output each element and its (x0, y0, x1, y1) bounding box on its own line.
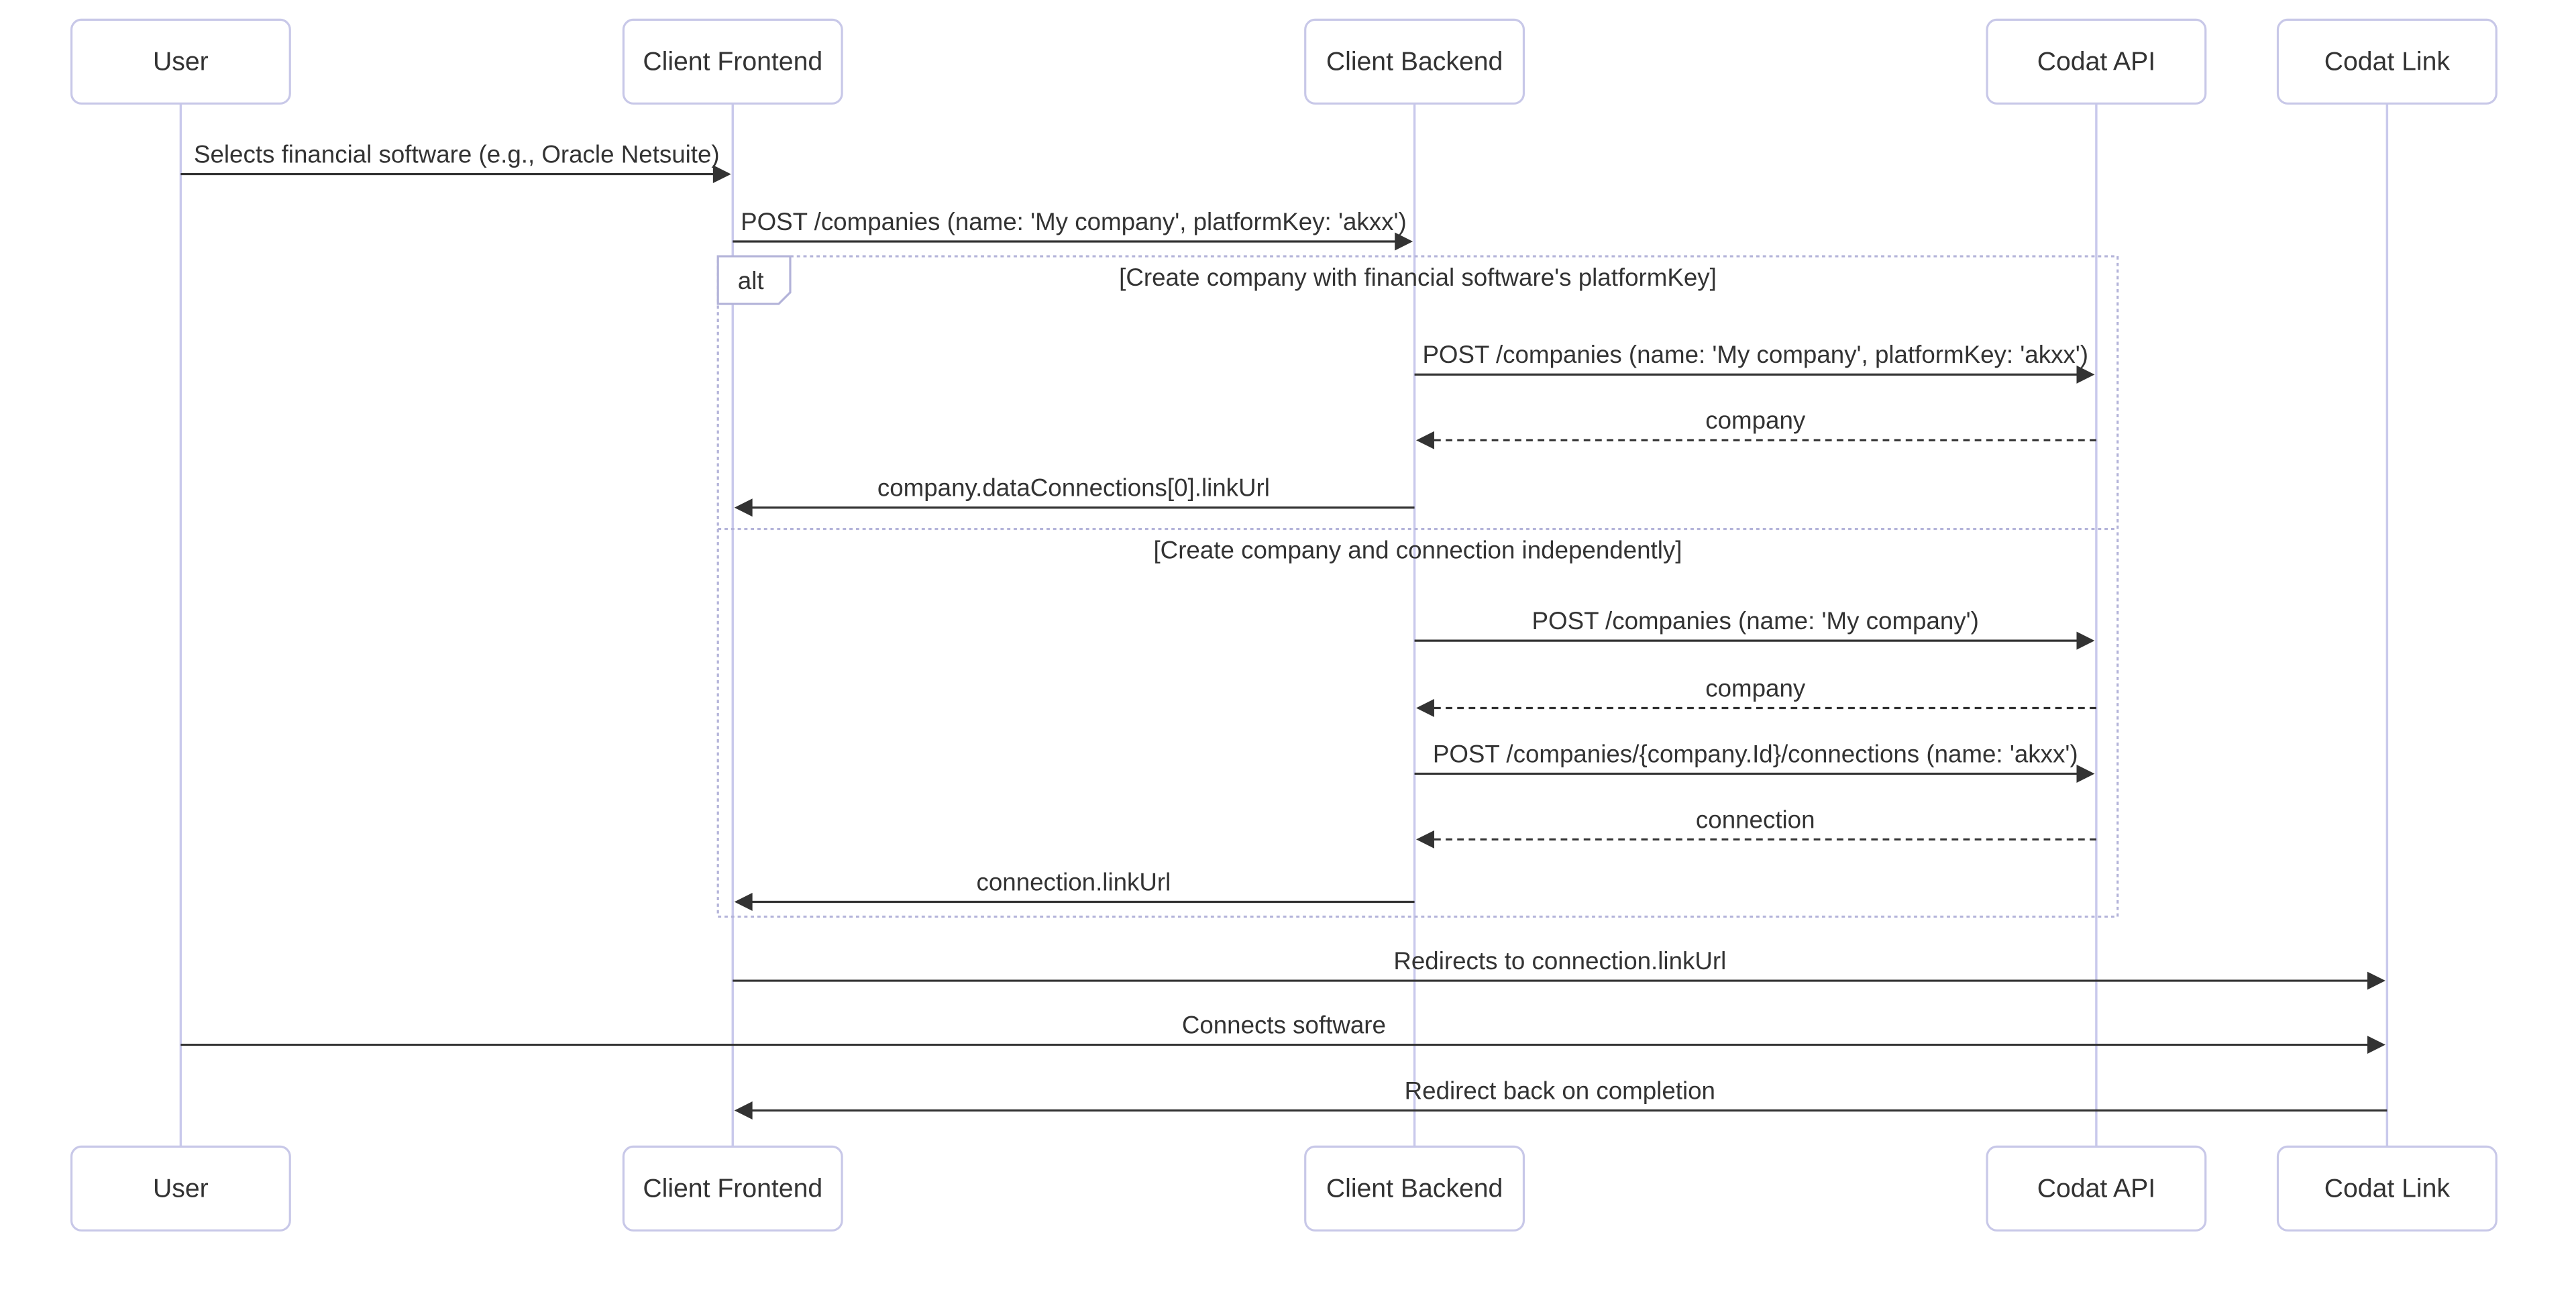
message-arrowhead (1416, 830, 1434, 849)
message-label: company (1705, 406, 1806, 434)
message-arrowhead (1416, 431, 1434, 449)
message-label: POST /companies (name: 'My company', pla… (1422, 341, 2088, 368)
participant-bottom-codat-link-label: Codat Link (2324, 1174, 2451, 1203)
participant-top-client-frontend (622, 18, 843, 105)
message-arrowhead (2367, 971, 2385, 990)
message-label: POST /companies (name: 'My company', pla… (741, 208, 1407, 235)
participant-top-user (70, 18, 291, 105)
participant-top-user-label: User (153, 47, 209, 76)
message-label: connection (1696, 806, 1815, 833)
message-arrowhead (1416, 699, 1434, 717)
alt-frame (716, 255, 2119, 918)
participant-bottom-user (70, 1145, 291, 1232)
participant-top-client-backend (1304, 18, 1525, 105)
participant-bottom-client-backend (1304, 1145, 1525, 1232)
participant-bottom-codat-api-label: Codat API (2037, 1174, 2155, 1203)
participant-bottom-user-label: User (153, 1174, 209, 1203)
message-label: company (1705, 674, 1806, 702)
message-label: connection.linkUrl (977, 868, 1171, 895)
message-label: POST /companies/{company.Id}/connections… (1433, 740, 2078, 767)
participant-top-codat-link (2276, 18, 2498, 105)
message-arrowhead (2076, 631, 2095, 650)
message-label: POST /companies (name: 'My company') (1532, 607, 1979, 635)
participant-bottom-client-backend-label: Client Backend (1326, 1174, 1503, 1203)
message-arrowhead (734, 1101, 753, 1120)
alt-frame-label-box (716, 255, 792, 305)
participant-bottom-client-frontend (622, 1145, 843, 1232)
message-label: company.dataConnections[0].linkUrl (877, 474, 1270, 502)
message-arrowhead (2076, 365, 2095, 384)
alt-frame-label: alt (738, 267, 764, 294)
message-label: Redirect back on completion (1405, 1077, 1715, 1104)
message-arrowhead (734, 893, 753, 911)
participant-top-codat-api (1986, 18, 2207, 105)
message-label: Selects financial software (e.g., Oracle… (194, 140, 720, 168)
participant-top-codat-link-label: Codat Link (2324, 47, 2451, 76)
participant-top-client-frontend-label: Client Frontend (643, 47, 822, 76)
alt-condition-label: [Create company and connection independe… (1153, 537, 1682, 564)
message-arrowhead (2076, 765, 2095, 783)
message-arrowhead (712, 165, 731, 184)
message-arrowhead (734, 498, 753, 517)
participant-bottom-client-frontend-label: Client Frontend (643, 1174, 822, 1203)
message-label: Redirects to connection.linkUrl (1393, 947, 1726, 975)
participant-bottom-codat-link (2276, 1145, 2498, 1232)
message-arrowhead (2367, 1036, 2385, 1054)
participant-top-client-backend-label: Client Backend (1326, 47, 1503, 76)
message-label: Connects software (1182, 1011, 1386, 1038)
participant-bottom-codat-api (1986, 1145, 2207, 1232)
alt-condition-label: [Create company with financial software'… (1119, 264, 1717, 291)
participant-top-codat-api-label: Codat API (2037, 47, 2155, 76)
message-arrowhead (1395, 232, 1413, 251)
